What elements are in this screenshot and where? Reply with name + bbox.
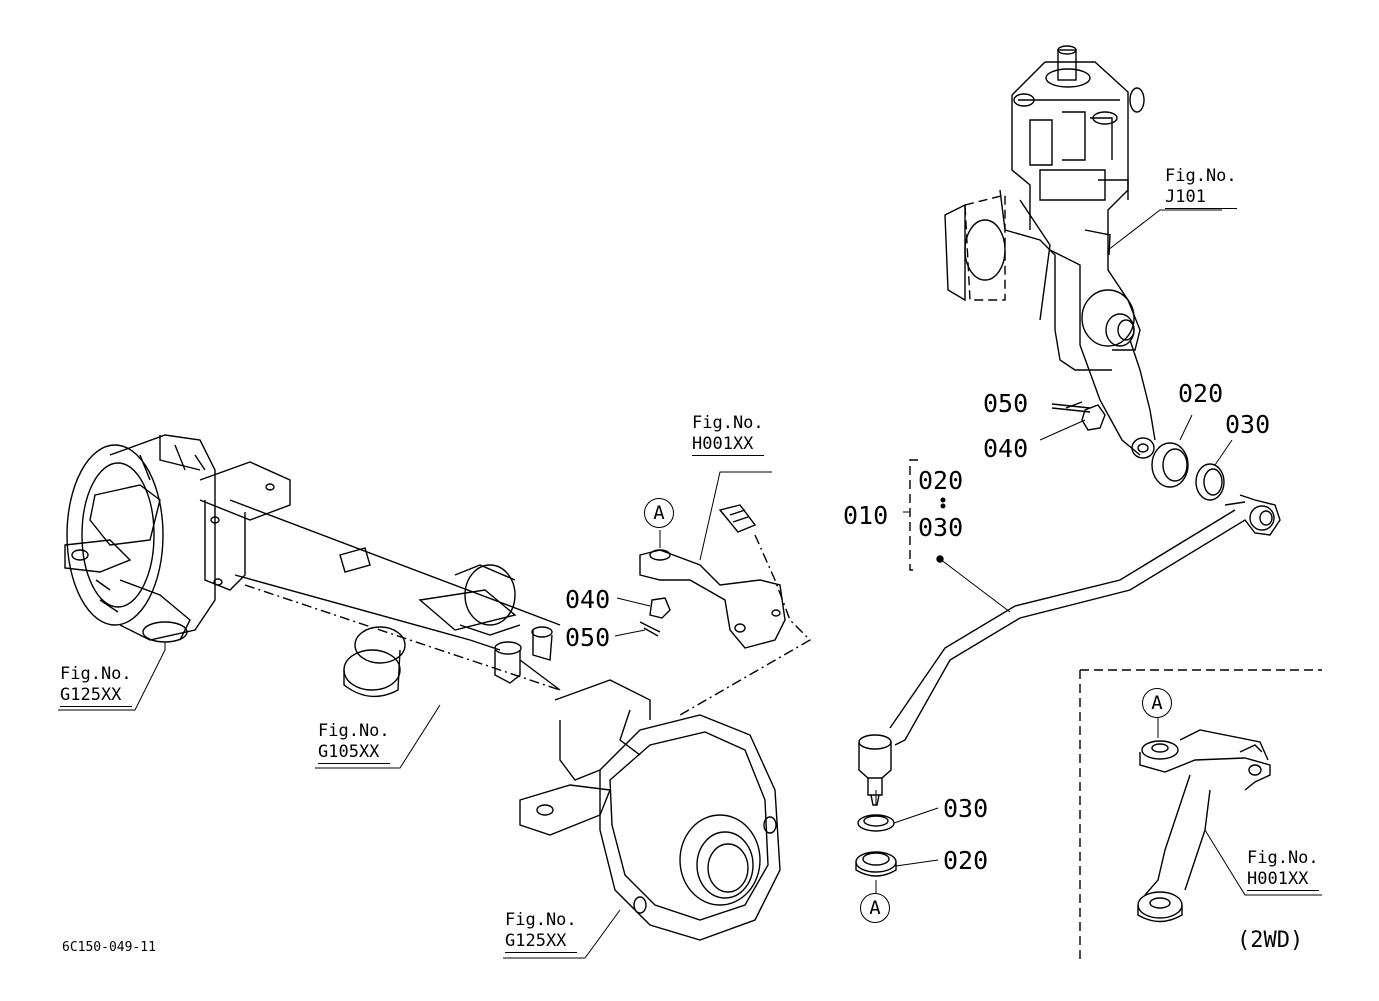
fig-ref-code: G125XX: [60, 687, 132, 707]
fig-ref-hub-left: Fig.No. G125XX: [60, 666, 132, 707]
part-number-030-upper: 030: [1225, 410, 1271, 439]
part-number-020-lower: 020: [943, 846, 989, 875]
fig-ref-code: G125XX: [505, 933, 577, 953]
marker-a-2wd: A: [1142, 688, 1172, 718]
part-number-040-upper: 040: [983, 434, 1029, 463]
snap-ring-030-lower: [857, 807, 939, 832]
right-hub-drawing: [503, 709, 781, 959]
part-number-010-sub-030: 030: [918, 513, 964, 542]
drawing-code: 6C150-049-11: [62, 940, 156, 955]
cotter-pin-upper: [1051, 401, 1091, 413]
fig-ref-code: H001XX: [1247, 871, 1319, 891]
part-number-030-lower: 030: [943, 794, 989, 823]
marker-a-bracket: A: [644, 498, 674, 528]
front-axle-drawing: [199, 461, 651, 836]
fig-ref-label: Fig.No.: [60, 664, 132, 684]
fig-ref-hub-right: Fig.No. G125XX: [505, 912, 577, 953]
inset-2wd-frame: [1079, 669, 1322, 960]
drag-link-rod: [858, 494, 1281, 806]
snap-ring-030-upper: [1195, 439, 1233, 501]
fig-ref-bracket-upper: Fig.No. H001XX: [692, 415, 764, 456]
cotter-pin-050-left: [614, 621, 661, 637]
left-hub-drawing: [58, 434, 216, 711]
fig-ref-label: Fig.No.: [318, 721, 390, 741]
fig-ref-code: J101: [1165, 189, 1237, 209]
part-number-020-upper: 020: [1178, 379, 1224, 408]
part-number-040-left: 040: [565, 585, 611, 614]
nut-040-left: [616, 597, 671, 619]
fig-ref-axle: Fig.No. G105XX: [318, 723, 390, 764]
fig-ref-label: Fig.No.: [505, 910, 577, 930]
marker-a-lower: A: [860, 893, 890, 923]
fig-ref-bracket-2wd: Fig.No. H001XX: [1247, 850, 1319, 891]
fig-ref-label: Fig.No.: [692, 413, 764, 433]
fig-ref-code: G105XX: [318, 744, 390, 764]
inset-2wd-label: (2WD): [1237, 928, 1304, 953]
seal-ring-020-upper: [1151, 414, 1193, 488]
fig-ref-label: Fig.No.: [1247, 848, 1319, 868]
part-number-010-sub-020: 020: [918, 466, 964, 495]
part-number-050-upper: 050: [983, 389, 1029, 418]
part-number-050-left: 050: [565, 623, 611, 652]
fig-ref-label: Fig.No.: [1165, 166, 1237, 186]
steering-box-drawing: [944, 45, 1222, 459]
steering-arm-2wd: [1137, 718, 1322, 923]
seal-ring-020-lower: [855, 851, 939, 877]
assembly-bracket-010: [903, 459, 1011, 613]
fig-ref-code: H001XX: [692, 436, 764, 456]
castle-nut-upper: [1039, 404, 1106, 441]
fig-ref-steering-box: Fig.No. J101: [1165, 168, 1237, 209]
part-number-010: 010: [843, 501, 889, 530]
steering-arm-bracket: [639, 471, 812, 716]
